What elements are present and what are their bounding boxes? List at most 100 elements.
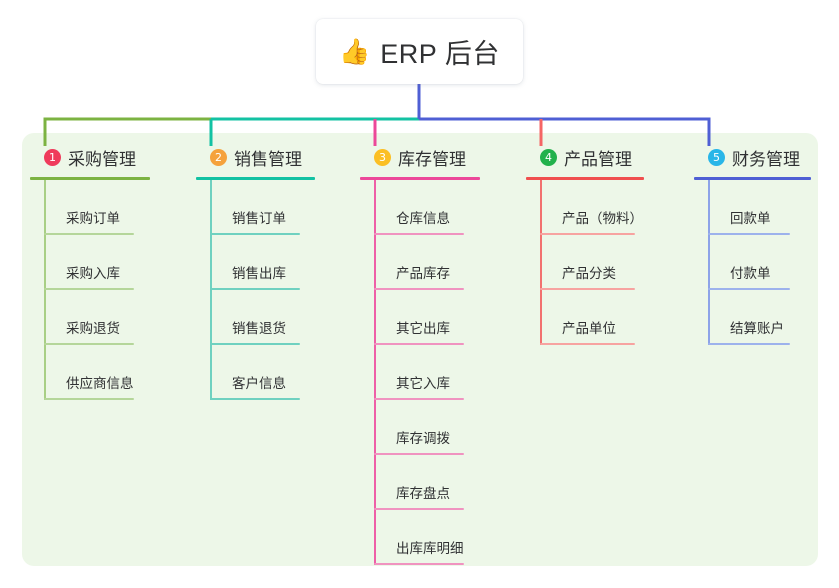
column-header-rule [694, 177, 811, 180]
list-item-label: 库存调拨 [396, 431, 450, 446]
column-header-5[interactable]: 5 财务管理 [694, 145, 839, 169]
list-item-label: 销售退货 [232, 321, 286, 336]
list-item-rule [44, 288, 134, 290]
column-items: 销售订单销售出库销售退货客户信息 [196, 180, 346, 400]
list-item-label: 销售订单 [232, 211, 286, 226]
column-title: 财务管理 [732, 149, 800, 169]
column-index-badge: 3 [374, 148, 391, 166]
list-item-label: 仓库信息 [396, 211, 450, 226]
list-item-label: 采购订单 [66, 211, 120, 226]
column-title: 销售管理 [234, 149, 302, 169]
list-item-label: 采购入库 [66, 266, 120, 281]
column-spine [374, 180, 376, 565]
list-item[interactable]: 采购订单 [30, 180, 180, 235]
column-spine [44, 180, 46, 400]
column-1: 1 采购管理采购订单采购入库采购退货供应商信息 [30, 145, 180, 400]
list-item-rule [44, 398, 134, 400]
list-item[interactable]: 供应商信息 [30, 345, 180, 400]
list-item[interactable]: 出库库明细 [360, 510, 520, 565]
list-item-rule [374, 233, 464, 235]
list-item[interactable]: 采购入库 [30, 235, 180, 290]
list-item-rule [374, 343, 464, 345]
list-item[interactable]: 销售出库 [196, 235, 346, 290]
thumbs-up-icon: 👍 [339, 37, 371, 66]
column-index-badge: 1 [44, 148, 61, 166]
column-spine [210, 180, 212, 400]
list-item-label: 产品库存 [396, 266, 450, 281]
column-2: 2 销售管理销售订单销售出库销售退货客户信息 [196, 145, 346, 400]
diagram-background-panel [22, 133, 818, 566]
list-item-rule [374, 563, 464, 565]
column-header-3[interactable]: 3 库存管理 [360, 145, 520, 169]
list-item-rule [540, 288, 635, 290]
column-items: 回款单付款单结算账户 [694, 180, 839, 345]
list-item[interactable]: 库存盘点 [360, 455, 520, 510]
column-index-badge: 2 [210, 148, 227, 166]
list-item[interactable]: 产品分类 [526, 235, 686, 290]
list-item-label: 产品单位 [562, 321, 616, 336]
list-item-rule [708, 233, 790, 235]
column-items: 采购订单采购入库采购退货供应商信息 [30, 180, 180, 400]
list-item[interactable]: 库存调拨 [360, 400, 520, 455]
list-item-rule [374, 508, 464, 510]
list-item-rule [44, 233, 134, 235]
list-item[interactable]: 付款单 [694, 235, 839, 290]
list-item-rule [210, 288, 300, 290]
list-item-label: 客户信息 [232, 376, 286, 391]
column-title: 产品管理 [564, 149, 632, 169]
list-item-rule [708, 288, 790, 290]
root-node-title: ERP 后台 [380, 39, 500, 69]
list-item[interactable]: 其它出库 [360, 290, 520, 345]
list-item-label: 采购退货 [66, 321, 120, 336]
column-header-2[interactable]: 2 销售管理 [196, 145, 346, 169]
column-spine [708, 180, 710, 345]
list-item-label: 其它出库 [396, 321, 450, 336]
list-item[interactable]: 其它入库 [360, 345, 520, 400]
column-4: 4 产品管理产品（物料） 产品分类产品单位 [526, 145, 686, 345]
list-item-label: 供应商信息 [66, 376, 134, 391]
list-item[interactable]: 产品库存 [360, 235, 520, 290]
list-item-label: 结算账户 [730, 321, 784, 336]
list-item-rule [540, 343, 635, 345]
column-items: 仓库信息产品库存其它出库其它入库库存调拨库存盘点出库库明细 [360, 180, 520, 565]
list-item[interactable]: 客户信息 [196, 345, 346, 400]
list-item-rule [374, 288, 464, 290]
column-header-1[interactable]: 1 采购管理 [30, 145, 180, 169]
column-5: 5 财务管理回款单付款单结算账户 [694, 145, 839, 345]
list-item-rule [374, 453, 464, 455]
list-item-rule [708, 343, 790, 345]
list-item-label: 库存盘点 [396, 486, 450, 501]
list-item-label: 出库库明细 [396, 541, 464, 556]
list-item-rule [44, 343, 134, 345]
column-header-rule [360, 177, 480, 180]
list-item-label: 付款单 [730, 266, 771, 281]
list-item-label: 回款单 [730, 211, 771, 226]
list-item[interactable]: 产品单位 [526, 290, 686, 345]
column-header-rule [526, 177, 644, 180]
column-header-4[interactable]: 4 产品管理 [526, 145, 686, 169]
list-item-label: 销售出库 [232, 266, 286, 281]
column-index-badge: 4 [540, 148, 557, 166]
root-node[interactable]: 👍 ERP 后台 [316, 19, 523, 84]
list-item[interactable]: 采购退货 [30, 290, 180, 345]
column-items: 产品（物料） 产品分类产品单位 [526, 180, 686, 345]
column-title: 采购管理 [68, 149, 136, 169]
column-title: 库存管理 [398, 149, 466, 169]
list-item-rule [210, 233, 300, 235]
list-item-label: 产品分类 [562, 266, 616, 281]
list-item-rule [210, 398, 300, 400]
list-item[interactable]: 结算账户 [694, 290, 839, 345]
list-item-label: 其它入库 [396, 376, 450, 391]
list-item[interactable]: 回款单 [694, 180, 839, 235]
list-item[interactable]: 仓库信息 [360, 180, 520, 235]
column-header-rule [30, 177, 150, 180]
column-header-rule [196, 177, 315, 180]
list-item-rule [374, 398, 464, 400]
list-item-label: 产品（物料） [562, 211, 643, 226]
column-spine [540, 180, 542, 345]
column-index-badge: 5 [708, 148, 725, 166]
list-item[interactable]: 销售订单 [196, 180, 346, 235]
list-item[interactable]: 产品（物料） [526, 180, 686, 235]
list-item[interactable]: 销售退货 [196, 290, 346, 345]
list-item-rule [210, 343, 300, 345]
